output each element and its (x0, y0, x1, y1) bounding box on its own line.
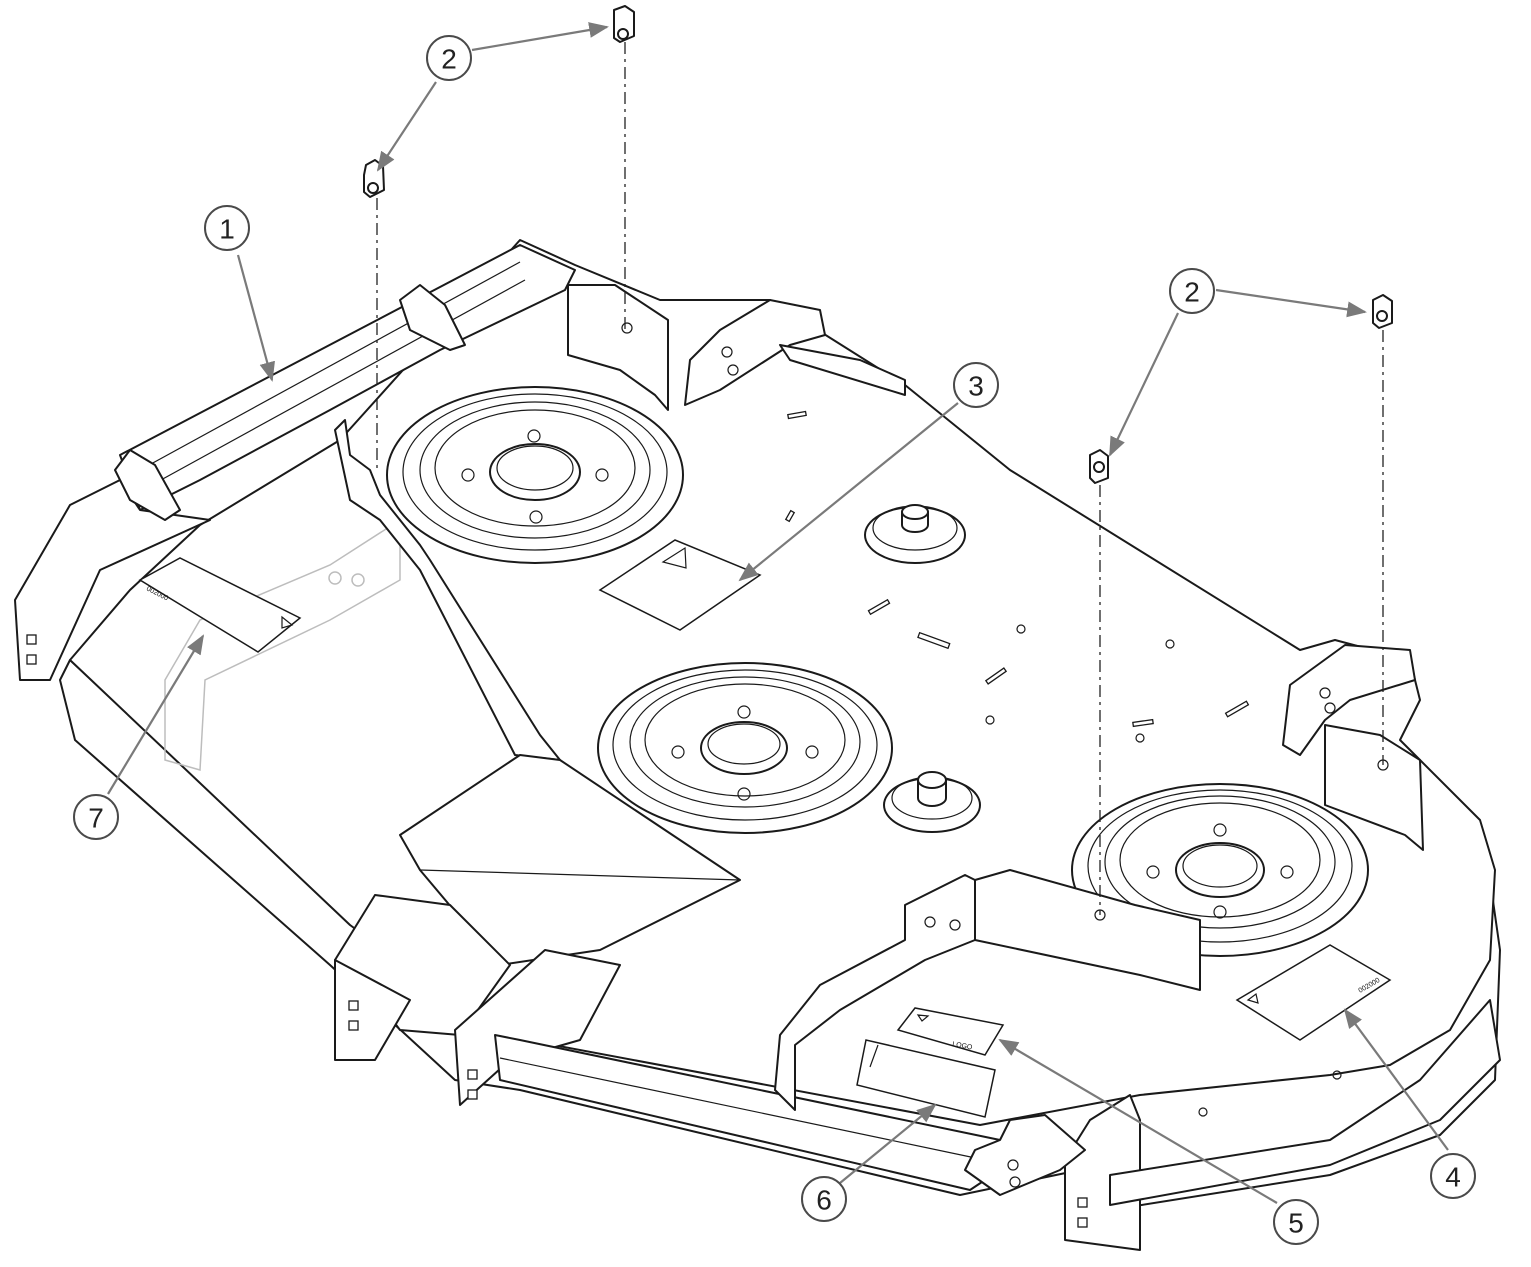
callout-7-label: 7 (88, 803, 104, 834)
callout-6-label: 6 (816, 1185, 832, 1216)
callout-2-rear: 2 (426, 35, 472, 81)
speed-nut-front-right (1372, 294, 1393, 329)
alignment-lines (376, 42, 1384, 915)
callout-2-front: 2 (1169, 268, 1215, 314)
mower-deck-shell (14, 239, 1501, 1251)
rear-center-bracket (567, 284, 669, 411)
callout-3: 3 (953, 362, 999, 408)
left-baffle (334, 419, 561, 761)
callout-5-label: 5 (1288, 1208, 1304, 1239)
spindle-pulley-center (597, 662, 893, 834)
callout-5: 5 (1273, 1199, 1319, 1245)
callout-3-label: 3 (968, 371, 984, 402)
idler-boss-lower (883, 771, 981, 833)
decal-right: 002000 (1235, 944, 1392, 1041)
right-center-baffle (974, 869, 1201, 991)
front-center-hanger (454, 949, 621, 1106)
front-right-mount (964, 1114, 1086, 1196)
callout-1-label: 1 (219, 214, 235, 245)
speed-nut-front-left (1089, 449, 1109, 484)
left-upright-tab (114, 449, 181, 521)
rear-left-tab (399, 284, 466, 351)
callout-4: 4 (1430, 1153, 1476, 1199)
right-rear-bracket (1282, 644, 1416, 756)
callout-2b-label: 2 (1184, 277, 1200, 308)
decal-front-small: LOGO (896, 1007, 1005, 1056)
leader-lines (107, 22, 1449, 1204)
decal-center (598, 539, 762, 631)
callout-1: 1 (204, 205, 250, 251)
spindle-pulley-rear (386, 386, 684, 564)
rear-pivot-bracket (684, 299, 826, 406)
right-skirt-band (1109, 999, 1501, 1206)
callout-4-label: 4 (1445, 1162, 1461, 1193)
idler-boss-upper (864, 504, 966, 564)
decal-front-small-text: LOGO (952, 1041, 974, 1052)
callout-6: 6 (801, 1176, 847, 1222)
speed-nut-rear-far (613, 5, 635, 43)
callout-2a-label: 2 (441, 44, 457, 75)
left-side-bracket (14, 479, 211, 681)
callout-7: 7 (73, 794, 119, 840)
front-discharge-ramp (399, 754, 741, 966)
decal-front-large (856, 1039, 996, 1118)
right-upright-plate (1324, 724, 1424, 851)
